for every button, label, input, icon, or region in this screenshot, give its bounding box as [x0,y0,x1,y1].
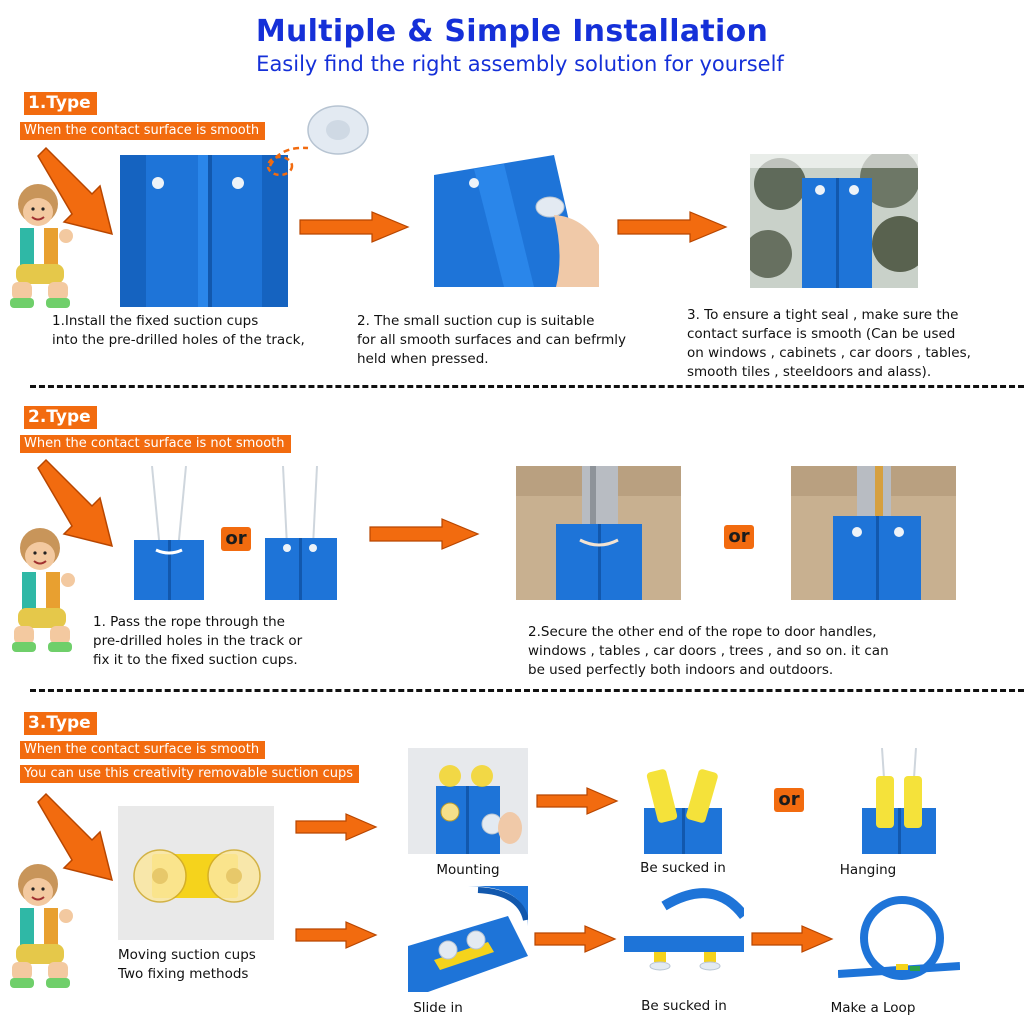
moving-suction-cups-photo [118,806,274,940]
be-sucked-in-photo [624,748,742,854]
pointer-arrow-icon [37,458,114,548]
slide-in-photo [408,886,528,992]
slide-in-label: Slide in [413,1000,463,1016]
moving-cups-caption: Moving suction cups Two fixing methods [118,947,256,982]
page-title: Multiple & Simple Installation [255,14,769,49]
mounting-photo [408,748,528,854]
type2-step1-caption: 1. Pass the rope through the pre-drilled… [93,614,303,668]
kid-thumbs-up-image [10,184,73,308]
arrow-right-icon [369,518,480,550]
type1-step2-caption: 2. The small suction cup is suitable for… [357,313,627,367]
be-sucked-in-curve-photo [624,886,744,992]
or-badge: or [774,788,804,812]
pointer-arrow-icon [37,792,114,882]
mounting-label: Mounting [436,862,500,878]
press-suction-photo [434,155,599,287]
type1-condition: When the contact surface is smooth [20,122,266,140]
type2-step2-caption: 2.Secure the other end of the rope to do… [528,624,889,678]
or-badge: or [724,525,754,549]
type2-condition: When the contact surface is not smooth [20,435,291,453]
pointer-arrow-icon [37,146,114,236]
type1-label: 1.Type [24,92,97,115]
type1-step1-caption: 1.Install the fixed suction cups into th… [52,313,305,348]
hanging-photo [838,748,960,854]
rope-on-cups-photo [253,466,348,600]
track-holes-photo [120,155,288,307]
arrow-right-icon [751,925,834,953]
be-sucked-in-label: Be sucked in [641,998,727,1014]
type3-condition1: When the contact surface is smooth [20,741,266,759]
section-divider [30,689,1024,692]
section-divider [30,385,1024,388]
hanging-label: Hanging [839,862,897,878]
rope-through-holes-photo [120,466,218,600]
door-handle-cups-photo [791,466,956,600]
door-handle-rope-photo [516,466,681,600]
type1-step3-caption: 3. To ensure a tight seal , make sure th… [687,307,971,380]
kid-thumbs-up-image [10,864,73,988]
arrow-right-icon [617,211,728,243]
be-sucked-in-label: Be sucked in [640,860,726,876]
type3-label: 3.Type [24,712,97,735]
arrow-right-icon [295,921,378,949]
make-a-loop-photo [838,886,960,992]
track-on-window-photo [750,154,918,288]
arrow-right-icon [534,925,617,953]
or-badge: or [221,527,251,551]
make-a-loop-label: Make a Loop [830,1000,916,1016]
page-subtitle: Easily find the right assembly solution … [256,52,784,76]
arrow-right-icon [536,787,619,815]
kid-thumbs-up-image [12,528,75,652]
type3-condition2: You can use this creativity removable su… [20,765,360,783]
suction-cup-icon [266,105,369,177]
arrow-right-icon [295,813,378,841]
type2-label: 2.Type [24,406,97,429]
arrow-right-icon [299,211,410,243]
